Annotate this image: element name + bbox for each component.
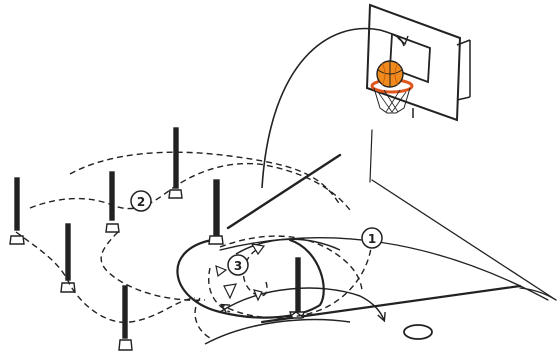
path-left-zigzag	[16, 232, 195, 322]
pass-arc-upper	[236, 239, 340, 254]
court-lines	[177, 130, 556, 322]
cone-pole-icon	[106, 172, 119, 232]
step-number-2: 2	[137, 195, 145, 209]
path-left-outer	[195, 298, 210, 338]
cone-pole-icon	[119, 286, 132, 350]
path-step-2-weave	[30, 164, 350, 210]
step-number-1: 1	[368, 232, 376, 246]
basketball-icon	[377, 61, 403, 87]
step-marker-1: 1	[362, 228, 382, 248]
floor-edge-right	[370, 130, 372, 182]
baseline	[372, 180, 556, 300]
cone-pole-icon	[10, 178, 24, 244]
cone-pole-icon	[169, 128, 182, 198]
path-bottom	[101, 232, 205, 300]
step-marker-3: 3	[228, 255, 248, 275]
cone-pole-icon	[209, 180, 223, 244]
free-throw-circle	[177, 240, 323, 318]
step-number-3: 3	[234, 259, 242, 273]
pass-arc-bottom	[205, 320, 350, 344]
backboard-icon	[367, 5, 470, 120]
lane-line-front	[220, 238, 548, 300]
lane-line-back	[228, 155, 340, 228]
step-marker-2: 2	[131, 191, 151, 211]
path-step-3-loop	[243, 250, 267, 296]
three-point-arc	[520, 288, 556, 300]
